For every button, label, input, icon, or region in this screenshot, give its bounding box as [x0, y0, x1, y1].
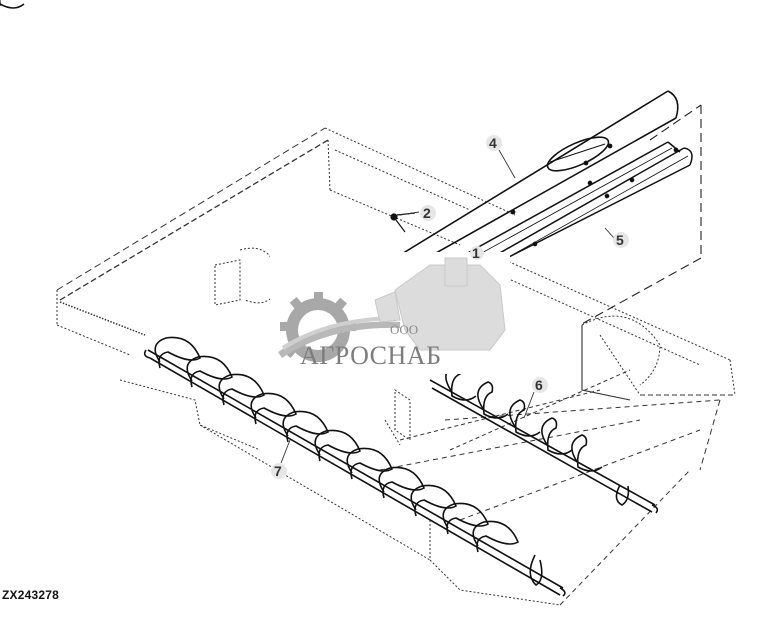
svg-text:5: 5: [616, 232, 624, 248]
part-5-rails: [454, 141, 693, 277]
watermark-prefix: ООО: [390, 322, 418, 337]
part-4-cover: [399, 90, 679, 263]
callout-4: 4: [486, 135, 502, 151]
callout-7: 7: [271, 463, 287, 479]
svg-text:1: 1: [472, 245, 480, 261]
watermark-logo: ООО АГРОСНАБ: [270, 252, 510, 374]
trough-frame: [56, 127, 736, 606]
leader-lines: [280, 149, 615, 464]
callout-2: 2: [420, 205, 436, 221]
svg-text:6: 6: [535, 377, 543, 393]
callout-5: 5: [613, 232, 629, 248]
figure-id: ZX243278: [2, 588, 59, 602]
svg-text:4: 4: [489, 135, 497, 151]
watermark-name: АГРОСНАБ: [300, 341, 442, 370]
svg-text:7: 7: [274, 463, 282, 479]
callout-1: 1: [470, 245, 484, 261]
callout-6: 6: [532, 377, 548, 393]
explode-outline: [579, 104, 702, 326]
part-7-auger: [0, 0, 566, 597]
part-6-auger: [0, 0, 659, 514]
svg-text:2: 2: [423, 205, 431, 221]
part-2-fastener: [390, 212, 416, 233]
